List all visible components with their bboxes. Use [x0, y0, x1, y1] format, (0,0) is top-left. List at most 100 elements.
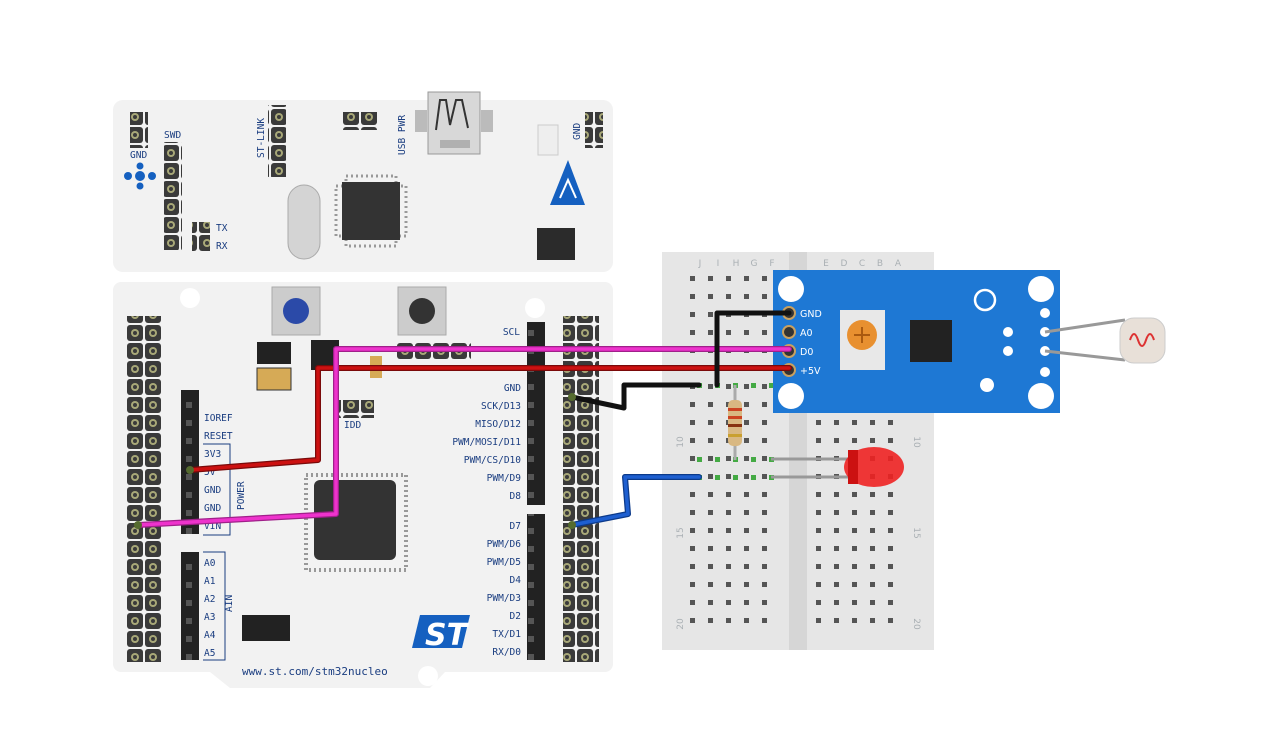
- breadboard-column-letter: C: [859, 259, 865, 269]
- power-led: [537, 124, 559, 156]
- mbed-logo: [124, 162, 156, 190]
- power-pin-label: GND: [204, 485, 221, 496]
- reset-button[interactable]: [397, 286, 447, 336]
- bottom-chip: [242, 615, 290, 641]
- analog-pin-label: A4: [204, 630, 216, 641]
- board-url: www.st.com/stm32nucleo: [242, 665, 388, 678]
- breadboard-column-letter: F: [769, 259, 774, 269]
- swd-header[interactable]: [164, 142, 182, 250]
- idd-label: IDD: [344, 420, 361, 431]
- digital-pin-label: RX/D0: [492, 647, 521, 658]
- st-link-header[interactable]: [268, 105, 286, 177]
- digital-pin-label: PWM/MOSI/D11: [452, 437, 521, 448]
- wires: [134, 310, 792, 529]
- power-header[interactable]: [181, 390, 199, 534]
- resistor[interactable]: [728, 385, 742, 460]
- digital-pin-label: PWM/D5: [487, 557, 521, 568]
- analog-pin-label: A2: [204, 594, 215, 605]
- power-pin-label: IOREF: [204, 413, 233, 424]
- tantalum-cap: [256, 367, 292, 391]
- digital-pin-label: SCK/D13: [481, 401, 521, 412]
- digital-pin-label: D7: [510, 521, 521, 532]
- eeprom-chip: [537, 228, 575, 260]
- wire-gnd-black[interactable]: [569, 382, 702, 411]
- breadboard-holes-left[interactable]: [688, 268, 778, 636]
- st-link-label: ST-LINK: [256, 118, 267, 158]
- power-pin-label: GND: [204, 503, 221, 514]
- breadboard-column-letter: B: [877, 259, 883, 269]
- breadboard-row-mark: 15: [676, 527, 686, 538]
- breadboard-column-letter: J: [698, 259, 702, 269]
- digital-pin-label: PWM/D6: [487, 539, 522, 550]
- power-group-label: POWER: [236, 481, 247, 510]
- power-pin-label: 3V3: [204, 449, 221, 460]
- power-plug-icon: [973, 288, 997, 312]
- analog-header[interactable]: [181, 552, 199, 660]
- digital-pin-label: GND: [504, 383, 521, 394]
- breadboard-column-letter: I: [717, 259, 720, 269]
- breadboard-column-letter: E: [823, 259, 829, 269]
- breadboard-row-mark: 15: [911, 527, 921, 538]
- rx-label: RX: [216, 241, 228, 252]
- gnd-left-label: GND: [130, 150, 147, 161]
- red-led[interactable]: [771, 447, 904, 487]
- breadboard-row-mark: 10: [676, 436, 686, 448]
- nucleo-board: SWD GND ST-LINK USB PWR GND TX RX IDD: [113, 91, 613, 688]
- power-pin-label: RESET: [204, 431, 233, 442]
- power-pin-label: VIN: [204, 521, 221, 532]
- breadboard-row-mark: 20: [911, 618, 921, 630]
- digital-header-lower[interactable]: [527, 514, 545, 660]
- gnd-right-label: GND: [572, 123, 583, 140]
- idd-jumper[interactable]: [338, 400, 374, 418]
- analog-pin-label: A3: [204, 612, 215, 623]
- morpho-header-right[interactable]: [563, 316, 599, 662]
- gear-icon: [980, 378, 994, 392]
- ain-group-label: AIN: [224, 595, 235, 612]
- comparator-chip: [910, 320, 952, 362]
- gnd-header[interactable]: [130, 112, 148, 148]
- swd-label: SWD: [164, 130, 181, 141]
- photoresistor[interactable]: [1044, 317, 1166, 364]
- digital-pin-label: MISO/D12: [475, 419, 521, 430]
- breadboard-row-mark: 20: [676, 618, 686, 630]
- analog-pin-label: A1: [204, 576, 216, 587]
- breadboard-column-letter: A: [895, 259, 902, 269]
- main-mcu-chip: [304, 473, 408, 572]
- st-logo: ST: [412, 615, 470, 653]
- analog-pin-label: A0: [204, 558, 216, 569]
- tx-label: TX: [216, 223, 228, 234]
- digital-pin-label: D4: [510, 575, 522, 586]
- st-link-chip: [334, 174, 408, 248]
- module-pin-label: A0: [800, 328, 813, 339]
- digital-pin-labels: GND SCK/D13MISO/D12PWM/MOSI/D11PWM/CS/D10…: [452, 383, 521, 658]
- usb-pwr-label: USB PWR: [397, 115, 408, 155]
- gnd-right-header[interactable]: [585, 112, 603, 148]
- morpho-header-left[interactable]: [127, 316, 163, 662]
- digital-pin-label: PWM/D9: [487, 473, 522, 484]
- power-pin-label: 5V: [204, 467, 216, 478]
- module-pin-label: D0: [800, 347, 813, 358]
- analog-pin-label: A5: [204, 648, 215, 659]
- breadboard-row-mark: 10: [911, 436, 921, 448]
- module-pin-label: GND: [800, 309, 822, 320]
- scl-label: SCL: [503, 327, 520, 338]
- potentiometer[interactable]: [840, 310, 885, 370]
- breadboard-column-letter: G: [751, 259, 758, 269]
- digital-pin-label: PWM/CS/D10: [464, 455, 521, 466]
- usb-connector[interactable]: [415, 91, 493, 155]
- tx-rx-header[interactable]: [192, 222, 210, 252]
- regulator: [257, 342, 291, 364]
- power-pin-labels: IOREF RESET 3V3 5V GND GND VIN: [204, 413, 233, 532]
- breadboard-column-letter: D: [841, 259, 848, 269]
- digital-pin-label: PWM/D3: [487, 593, 521, 604]
- user-button[interactable]: [271, 286, 321, 336]
- breadboard-row-marks: 10 10 15 15 20 20: [676, 436, 921, 630]
- module-pin-label: +5V: [800, 366, 821, 377]
- wire-gnd-module-black[interactable]: [714, 310, 792, 388]
- usb-pwr-jumper[interactable]: [342, 112, 378, 130]
- crystal-oscillator: [287, 184, 321, 260]
